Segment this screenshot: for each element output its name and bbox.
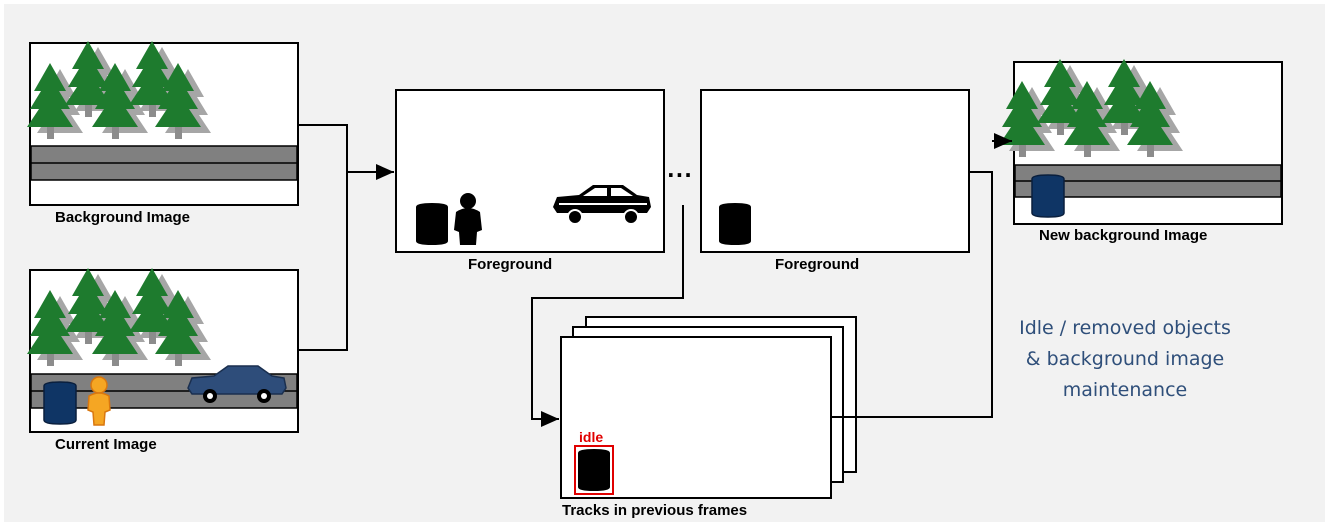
black-person-icon — [454, 193, 482, 245]
foreground-frame-2 — [700, 89, 970, 253]
idle-title-line-1: Idle / removed objects — [1019, 317, 1231, 339]
new-background-image-frame — [999, 59, 1283, 225]
idle-tag: idle — [579, 429, 604, 445]
background-image-label: Background Image — [55, 209, 191, 226]
background-image-frame — [27, 41, 299, 206]
foreground-frame-1 — [395, 89, 665, 253]
blue-car-icon — [187, 365, 287, 403]
new-background-label: New background Image — [1039, 227, 1208, 244]
tracks-label: Tracks in previous frames — [562, 502, 748, 519]
orange-person-icon — [87, 376, 111, 426]
current-image-label: Current Image — [55, 436, 157, 453]
ellipsis: ... — [667, 158, 693, 182]
blue-can-icon — [1031, 174, 1065, 218]
current-image-frame — [27, 268, 299, 433]
idle-maintenance-title: Idle / removed objects & background imag… — [1000, 313, 1250, 406]
black-can-icon — [416, 203, 448, 245]
blue-can-icon — [43, 381, 77, 425]
idle-title-line-2: & background image — [1025, 348, 1225, 370]
connectors — [298, 124, 1012, 427]
black-can-icon — [578, 449, 610, 491]
foreground-label-1: Foreground — [468, 256, 553, 273]
black-can-icon — [719, 203, 751, 245]
black-car-icon — [553, 185, 651, 225]
idle-title-line-3: maintenance — [1062, 379, 1188, 401]
tracks-stack — [560, 316, 857, 499]
idle-box — [574, 445, 614, 495]
foreground-label-2: Foreground — [775, 256, 860, 273]
